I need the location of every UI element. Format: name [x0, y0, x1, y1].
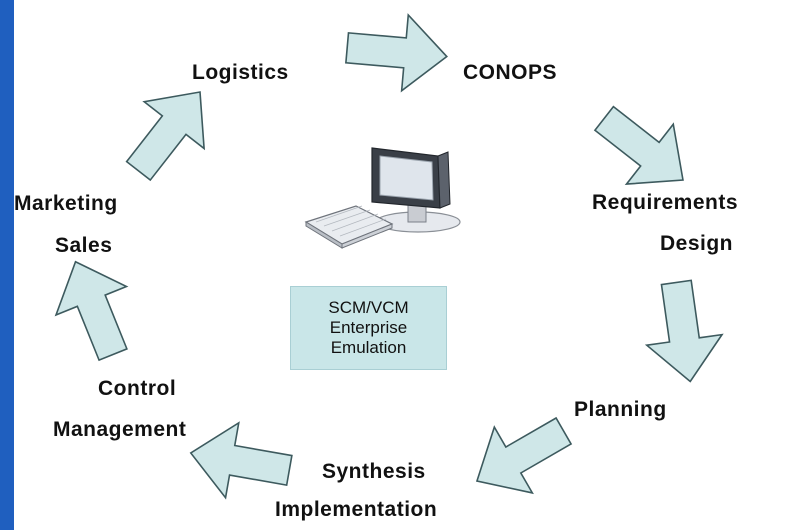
arrow-control-to-sales: [39, 246, 150, 370]
center-box-scm-vcm: SCM/VCM Enterprise Emulation: [290, 286, 447, 370]
stage-label-design: Design: [660, 232, 734, 255]
stage-label-marketing: Marketing: [14, 192, 118, 215]
stage-label-logistics: Logistics: [192, 61, 289, 84]
stage-label-conops: CONOPS: [463, 61, 558, 84]
center-box-line-2: Enterprise: [329, 318, 408, 337]
arrow-marketing-to-logistics: [107, 67, 231, 196]
stage-label-sales: Sales: [55, 234, 113, 257]
stage-label-control: Control: [98, 377, 177, 400]
slide-canvas: [14, 0, 810, 530]
stage-label-synthesis: Synthesis: [322, 460, 426, 483]
stage-label-management: Management: [53, 418, 187, 441]
stage-label-planning: Planning: [574, 398, 667, 421]
center-box-line-3: Emulation: [330, 338, 407, 357]
center-box-line-1: SCM/VCM: [328, 298, 409, 317]
arrow-synthesis-to-management: [183, 414, 297, 509]
arrow-logistics-to-conops: [343, 9, 451, 96]
stage-label-implementation: Implementation: [275, 498, 438, 521]
arrow-planning-to-synthesis: [457, 397, 584, 515]
arrow-design-to-planning: [637, 276, 729, 388]
stage-label-requirements: Requirements: [592, 191, 739, 214]
computer-icon: [304, 147, 461, 249]
